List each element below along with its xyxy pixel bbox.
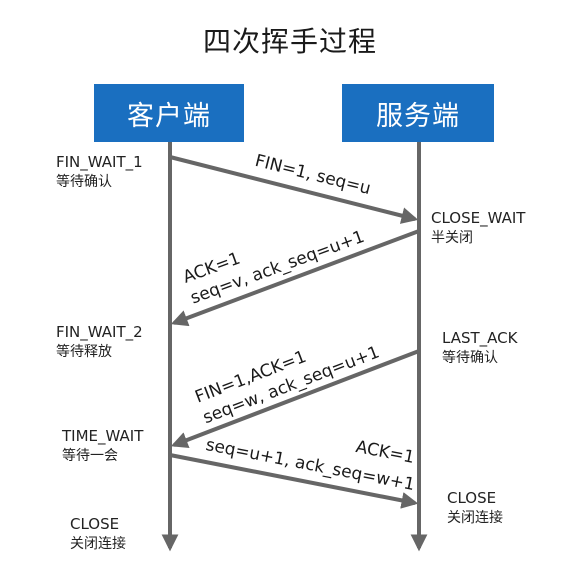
state-desc: 等待确认 bbox=[442, 350, 498, 366]
client-box: 客户端 bbox=[94, 84, 244, 142]
client-state-time-wait: TIME_WAIT 等待一会 bbox=[62, 426, 143, 466]
fin-arrow bbox=[169, 155, 419, 224]
server-label: 服务端 bbox=[376, 100, 460, 132]
ack-arrow bbox=[170, 229, 420, 327]
server-box: 服务端 bbox=[342, 84, 494, 142]
state-desc: 等待确认 bbox=[56, 174, 112, 190]
state-desc: 等待一会 bbox=[62, 448, 118, 464]
state-name: LAST_ACK bbox=[442, 329, 518, 347]
state-name: CLOSE bbox=[70, 515, 120, 533]
state-name: FIN_WAIT_2 bbox=[56, 323, 143, 341]
final-ack-arrow bbox=[169, 453, 419, 509]
server-state-last-ack: LAST_ACK 等待确认 bbox=[442, 328, 517, 368]
fin-ack-arrow bbox=[170, 349, 420, 449]
state-desc: 半关闭 bbox=[431, 230, 473, 246]
client-state-fin-wait-1: FIN_WAIT_1 等待确认 bbox=[56, 152, 143, 192]
state-name: CLOSE bbox=[447, 489, 497, 507]
client-state-fin-wait-2: FIN_WAIT_2 等待释放 bbox=[56, 322, 143, 362]
server-state-close-wait: CLOSE_WAIT 半关闭 bbox=[431, 208, 525, 248]
client-label: 客户端 bbox=[127, 100, 211, 132]
state-desc: 等待释放 bbox=[56, 344, 112, 360]
state-desc: 关闭连接 bbox=[447, 510, 503, 526]
state-name: FIN_WAIT_1 bbox=[56, 153, 143, 171]
state-desc: 关闭连接 bbox=[70, 536, 126, 552]
client-state-close: CLOSE 关闭连接 bbox=[70, 514, 126, 554]
state-name: TIME_WAIT bbox=[62, 427, 144, 445]
diagram-title: 四次挥手过程 bbox=[202, 25, 377, 58]
state-name: CLOSE_WAIT bbox=[431, 209, 526, 227]
server-state-close: CLOSE 关闭连接 bbox=[447, 488, 503, 528]
